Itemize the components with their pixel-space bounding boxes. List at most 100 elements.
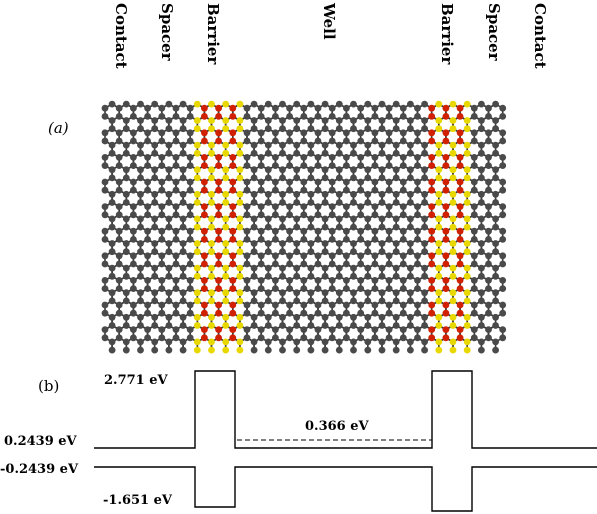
atom [385,178,393,186]
atom [201,129,208,137]
atom [193,223,201,231]
atom [492,215,499,223]
atom [264,174,272,182]
atom [335,248,343,256]
atom [335,264,343,272]
atom [222,125,230,133]
atom [193,297,201,305]
atom [371,236,379,243]
atom [243,203,251,211]
atom [215,113,223,120]
atom [130,129,137,137]
atom [130,285,137,292]
atom [208,215,215,223]
atom [130,227,137,235]
atom [499,113,507,120]
atom [215,326,223,333]
atom [250,100,258,108]
atom [300,113,308,120]
atom [392,117,400,124]
atom [272,227,279,235]
atom [407,289,414,297]
atom [264,264,272,272]
atom [229,334,237,342]
atom [130,162,137,170]
atom [279,223,286,231]
atom [407,264,414,272]
atom [485,203,492,211]
atom [321,166,329,174]
atom [186,309,194,317]
atom [385,277,393,284]
atom [442,154,450,161]
atom [186,334,194,342]
atom [208,272,215,280]
atom [449,149,457,157]
atom [272,162,279,170]
atom [492,346,499,354]
atom [257,211,265,219]
atom [449,223,457,231]
atom [357,260,365,268]
atom [137,125,144,133]
atom [243,277,251,284]
atom [364,297,372,305]
atom [108,272,116,280]
atom [179,215,187,223]
atom [435,338,443,346]
valence-band-edge [94,466,597,512]
atom [456,301,464,309]
atom [279,346,286,354]
atom [264,117,272,124]
atom [229,211,237,219]
atom [172,326,180,333]
atom [201,277,208,284]
atom [492,297,499,305]
atom [499,236,507,243]
atom [101,277,109,284]
atom [321,346,329,354]
atom [364,346,372,354]
atom [421,338,428,346]
atom [222,215,230,223]
atom [428,178,436,186]
atom [414,211,421,219]
atom [328,154,336,161]
atom [122,117,130,124]
atom [257,309,265,317]
atom [399,260,407,268]
atom [328,285,336,292]
atom [485,260,492,268]
atom [328,309,336,317]
atom [236,174,244,182]
atom [463,166,471,174]
atom [314,154,322,161]
atom [321,289,329,297]
atom [165,174,173,182]
atom [208,240,215,247]
atom [108,190,116,198]
atom [300,301,308,309]
atom [151,174,159,182]
atom [378,117,386,124]
atom [165,322,173,329]
atom [314,203,322,211]
atom [201,154,208,161]
atom [286,162,293,170]
atom [392,149,400,157]
atom [378,272,386,280]
atom [115,334,123,342]
atom [243,260,251,268]
atom [151,149,159,157]
atom [257,277,265,284]
atom [130,260,137,268]
atom [364,264,372,272]
atom [428,277,436,284]
atom [286,301,293,309]
atom [335,100,343,108]
atom [414,326,421,333]
atom [208,248,215,256]
atom [478,223,485,231]
atom [264,149,272,157]
atom [101,260,109,268]
